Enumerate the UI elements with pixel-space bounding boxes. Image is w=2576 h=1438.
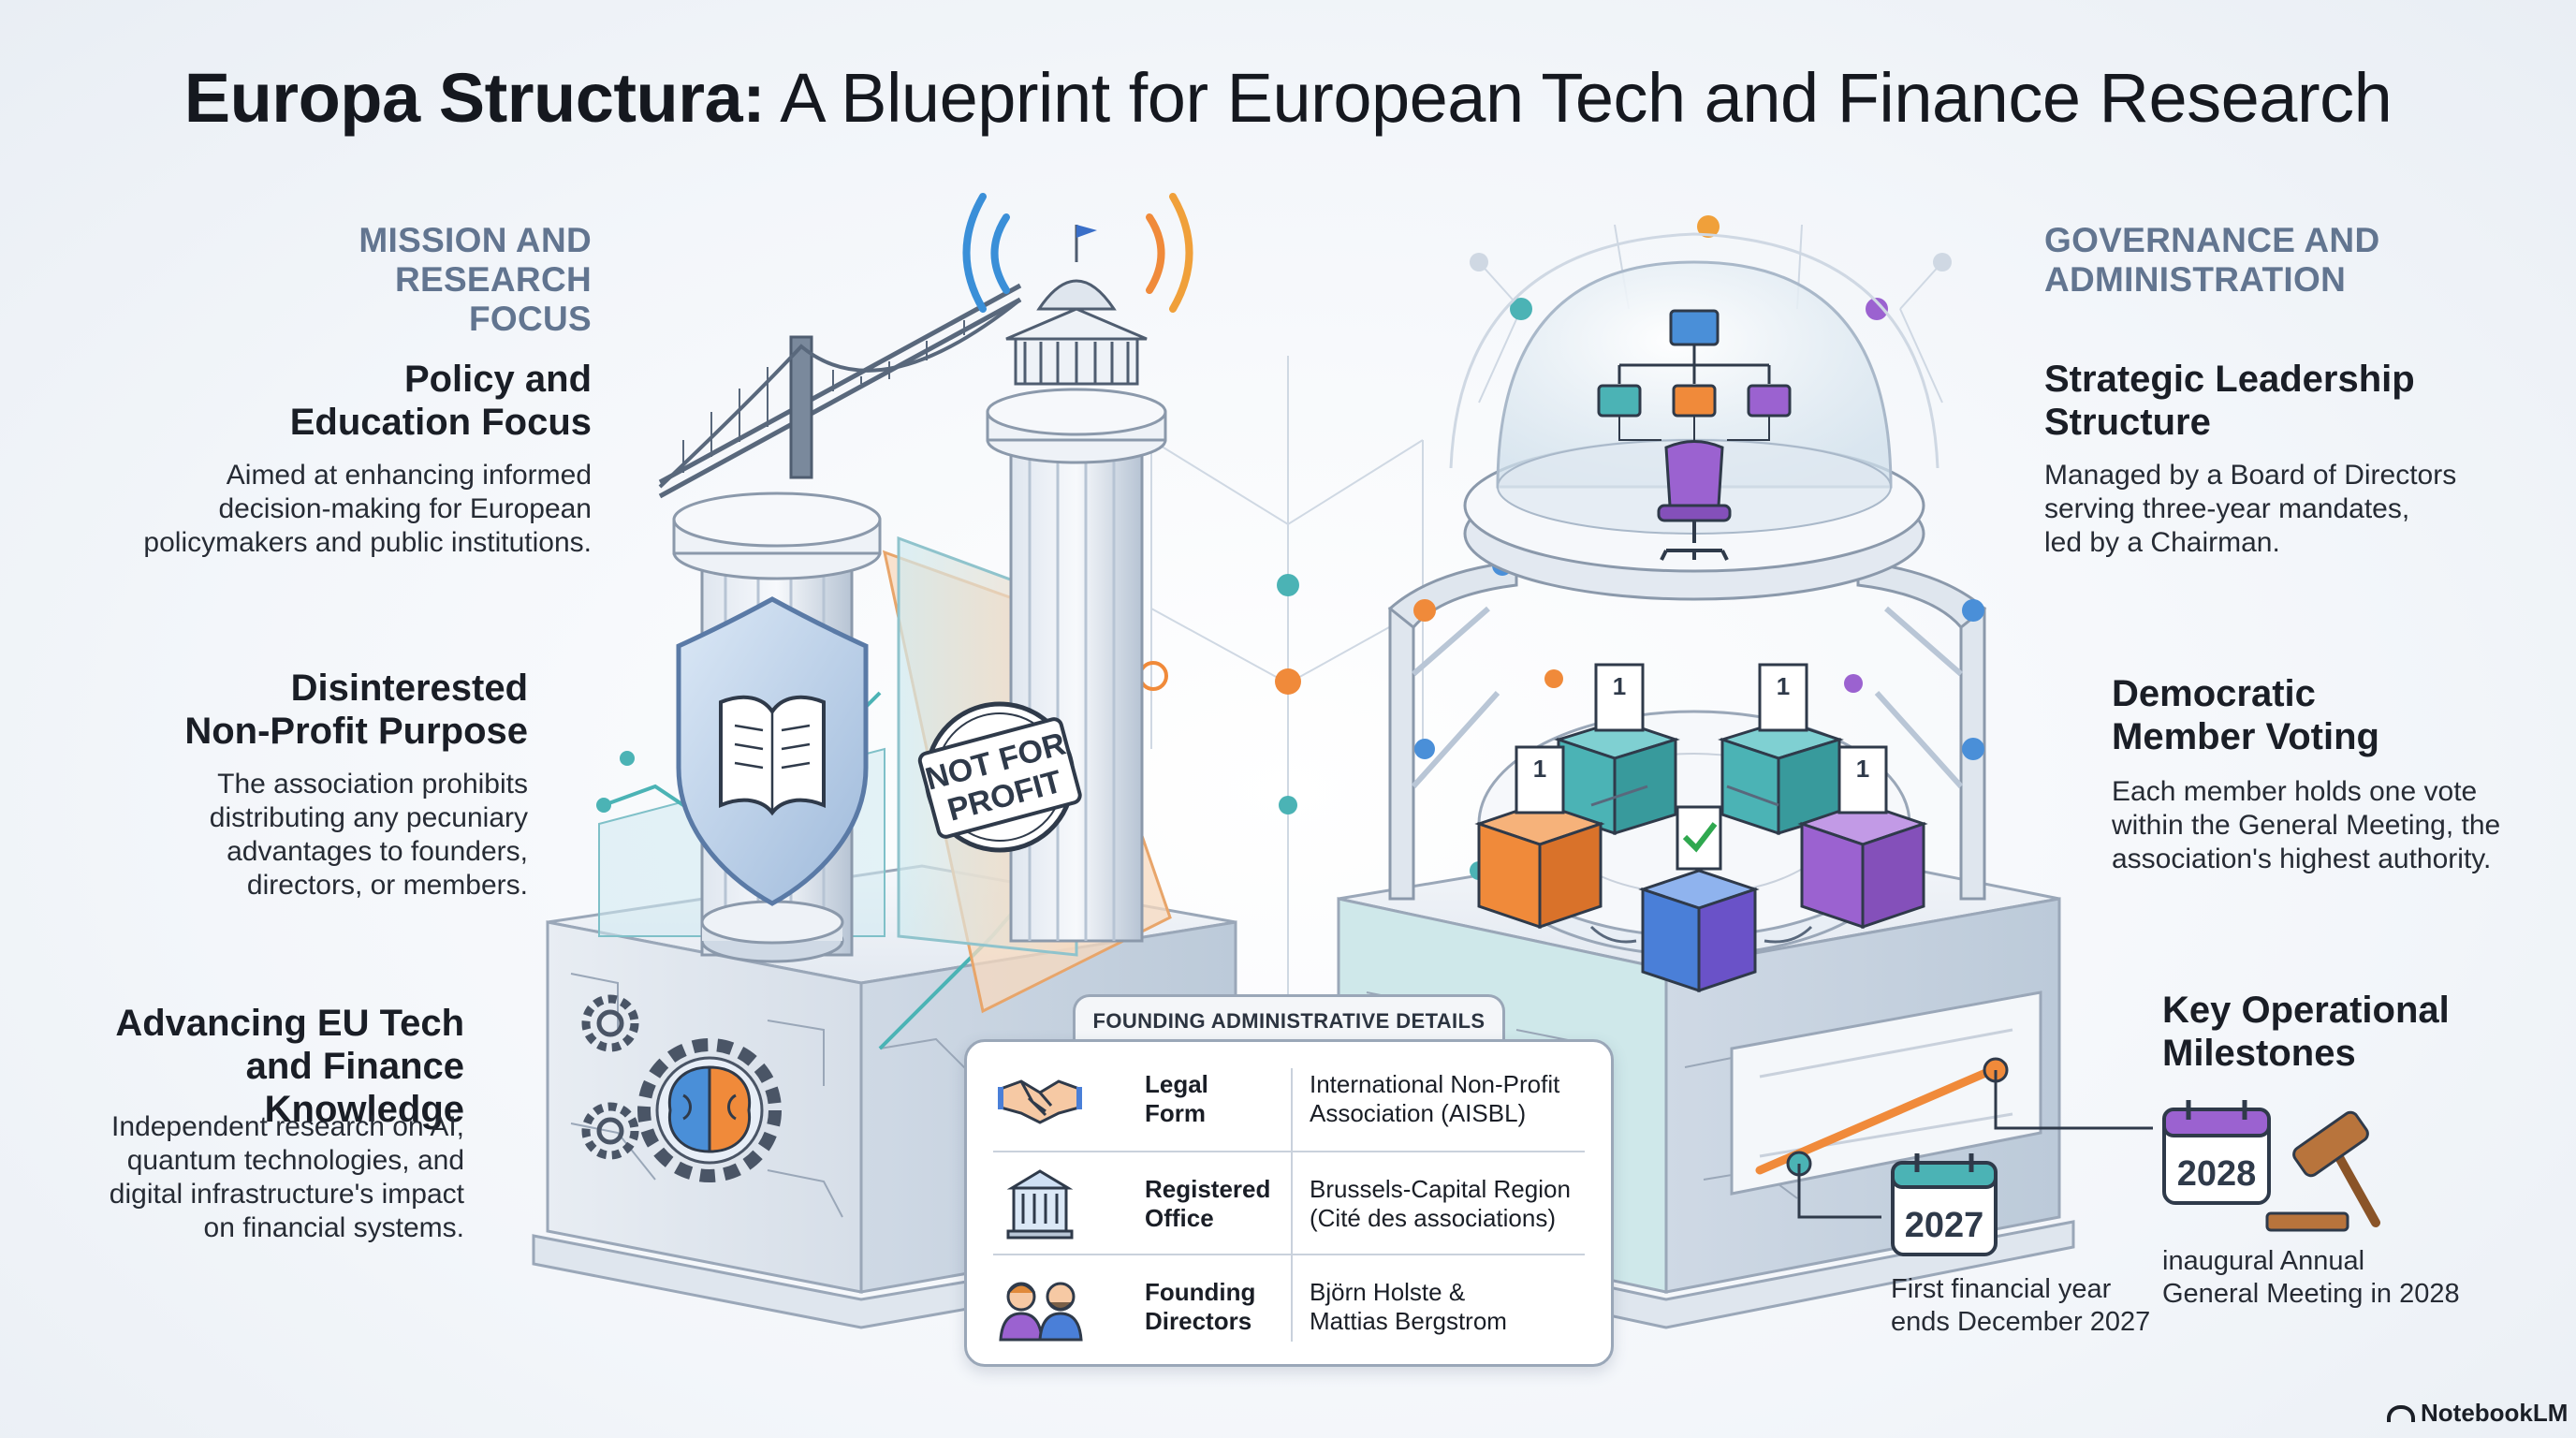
handshake-icon — [998, 1079, 1082, 1124]
body-eu-tech: Independent research on AI,quantum techn… — [109, 1111, 464, 1243]
not-for-profit-stamp: NOT FOR PROFIT — [917, 701, 1082, 853]
ballot-box-purple: 1 — [1797, 745, 1928, 930]
svg-text:1: 1 — [1777, 672, 1790, 700]
brain-gear-icon — [637, 1038, 782, 1182]
card-divider — [993, 1254, 1585, 1255]
calendar-year-2027: 2027 — [1905, 1206, 1984, 1245]
bridge-icon — [658, 283, 1022, 499]
svg-text:1: 1 — [1856, 755, 1869, 783]
ballot-box-teal-left: 1 — [1554, 663, 1680, 836]
vote-arrows — [1589, 785, 1813, 944]
ballot-box-orange: 1 — [1474, 745, 1605, 930]
svg-text:1: 1 — [1533, 755, 1546, 783]
chair-icon — [1657, 440, 1732, 561]
calendar-2028-icon: 2028 — [2162, 1100, 2271, 1205]
milestone-timeline — [1755, 1057, 2153, 1219]
card-divider — [993, 1151, 1585, 1152]
svg-text:1: 1 — [1613, 672, 1626, 700]
gear-icon — [581, 994, 639, 1160]
ballot-box-blue-checked — [1638, 805, 1760, 993]
signal-waves-icon — [962, 193, 1193, 313]
value-founding-directors: Björn Holste &Mattias Bergstrom — [1310, 1278, 1507, 1335]
card-tab-title: FOUNDING ADMINISTRATIVE DETAILS — [1073, 994, 1505, 1046]
pillar-back — [986, 388, 1167, 943]
building-icon — [1006, 1169, 1074, 1240]
gavel-icon — [2265, 1110, 2380, 1232]
page-title: Europa Structura: A Blueprint for Europe… — [183, 59, 2393, 137]
calendar-year-2028: 2028 — [2177, 1154, 2257, 1194]
notebooklm-logo-icon — [2387, 1405, 2415, 1422]
network-nodes — [1275, 215, 1952, 814]
brand-label: NotebookLM — [2387, 1399, 2568, 1428]
capitol-building-icon — [1005, 225, 1148, 386]
value-registered-office: Brussels-Capital Region(Cité des associa… — [1310, 1175, 1571, 1232]
shield-book-icon — [676, 596, 869, 963]
calendar-2027-icon: 2027 — [1891, 1153, 1998, 1256]
card-divider-vertical — [1291, 1068, 1293, 1342]
org-chart-icon — [1597, 309, 1792, 441]
people-icon — [999, 1282, 1083, 1342]
ballot-box-teal-right: 1 — [1718, 663, 1844, 836]
